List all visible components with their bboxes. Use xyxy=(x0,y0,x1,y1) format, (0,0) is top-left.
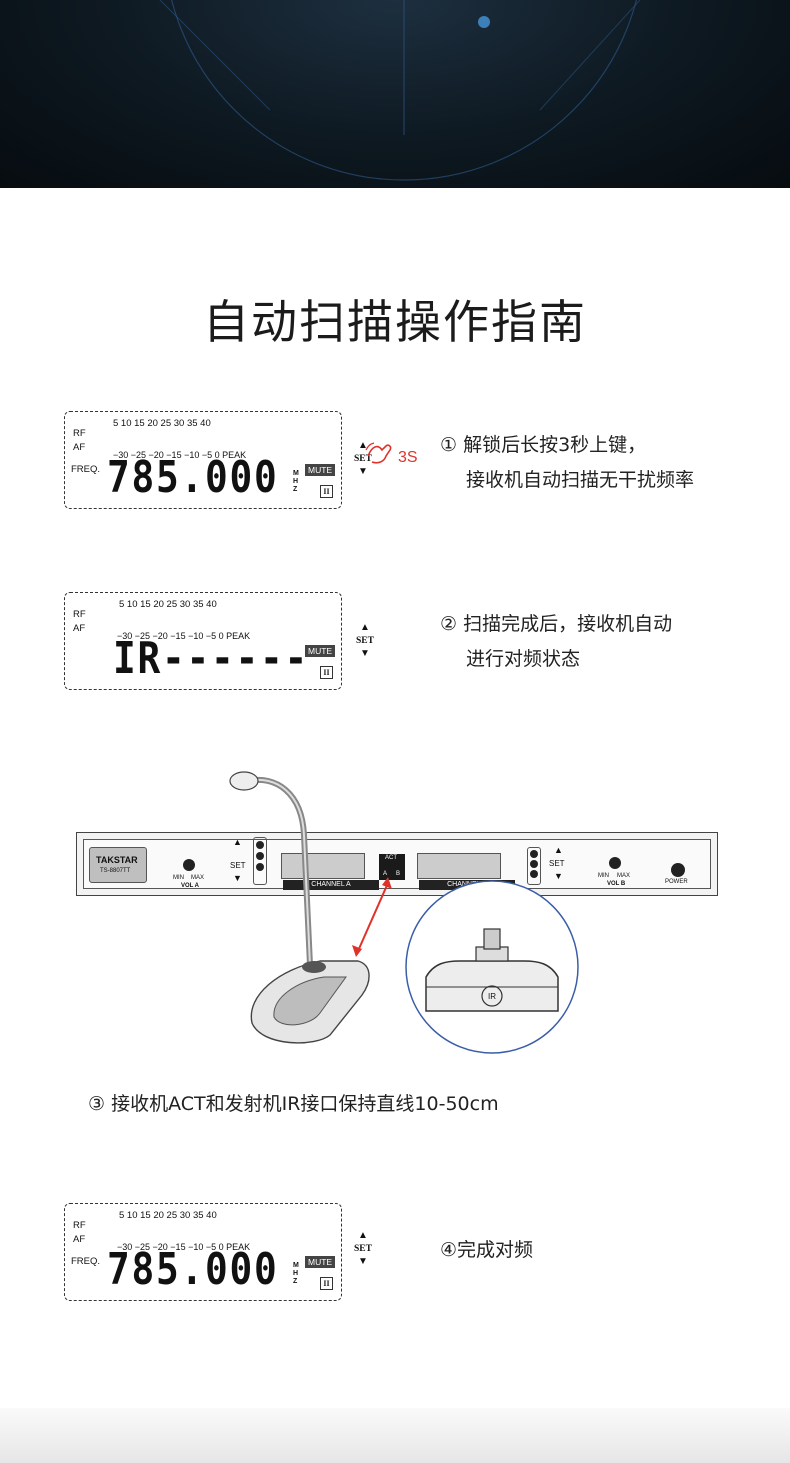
set-control-step2: ▲ SET ▼ xyxy=(353,622,377,660)
hold-duration-label: 3S xyxy=(398,449,418,466)
down-arrow-icon[interactable]: ▼ xyxy=(358,466,368,477)
step2-text-line1: ② 扫描完成后，接收机自动 xyxy=(440,613,673,635)
hero-decoration xyxy=(159,0,641,181)
signal-scale: 5 10 15 20 25 30 35 40 xyxy=(119,1210,217,1221)
step1-text-line2: 接收机自动扫描无干扰频率 xyxy=(466,469,695,491)
brand-plate: TAKSTAR TS-8807TT xyxy=(89,847,147,883)
set-a-buttons[interactable] xyxy=(253,837,267,885)
power-button[interactable] xyxy=(671,863,685,877)
up-arrow-icon[interactable]: ▲ xyxy=(358,1230,368,1241)
rf-label: RF xyxy=(73,609,86,620)
receiver-front-panel: TAKSTAR TS-8807TT MIN MAX VOL A ▲ SET ▼ … xyxy=(76,832,718,896)
vol-a-knob[interactable] xyxy=(183,859,195,871)
freq-label: FREQ. xyxy=(71,464,101,475)
act-label: ACT xyxy=(385,855,397,861)
rf-label: RF xyxy=(73,428,86,439)
set-b-up-icon[interactable]: ▲ xyxy=(554,845,563,855)
brand-label: TAKSTAR xyxy=(96,855,138,865)
down-arrow-icon[interactable]: ▼ xyxy=(358,1256,368,1267)
up-arrow-icon[interactable]: ▲ xyxy=(358,440,368,451)
microphone-illustration xyxy=(229,771,579,1054)
vol-b-min: MIN xyxy=(598,873,609,879)
frequency-readout: 785.000 xyxy=(107,1244,279,1295)
lcd-display-step4: 5 10 15 20 25 30 35 40 RF AF −30 −25 −20… xyxy=(64,1203,342,1301)
channel-indicator: II xyxy=(320,485,333,498)
vol-b-max: MAX xyxy=(617,873,631,879)
step3-text: ③ 接收机ACT和发射机IR接口保持直线10-50cm xyxy=(88,1093,499,1115)
step1-text-line1: ① 解锁后长按3秒上键， xyxy=(440,434,647,456)
set-label: SET xyxy=(354,1244,372,1254)
set-b-buttons[interactable] xyxy=(527,847,541,885)
af-label: AF xyxy=(73,623,86,634)
set-b-down-icon[interactable]: ▼ xyxy=(554,871,563,881)
set-b-label: SET xyxy=(549,859,565,868)
vol-b-label: VOL B xyxy=(607,881,626,887)
set-label: SET xyxy=(356,636,374,646)
db-scale: −30 −25 −20 −15 −10 −5 0 PEAK xyxy=(117,631,251,641)
step2-text-line2: 进行对频状态 xyxy=(466,648,581,670)
act-port: ACT A B xyxy=(379,854,405,880)
channel-a-label: CHANNEL A xyxy=(283,880,379,890)
down-arrow-icon[interactable]: ▼ xyxy=(360,648,370,659)
vol-a-min: MIN xyxy=(173,875,184,881)
mhz-label: M H Z xyxy=(293,1262,299,1285)
db-scale: −30 −25 −20 −15 −10 −5 0 PEAK xyxy=(117,1242,251,1252)
page-title: 自动扫描操作指南 xyxy=(203,295,587,349)
vol-a-label: VOL A xyxy=(181,883,200,889)
model-label: TS-8807TT xyxy=(100,868,131,874)
rf-label: RF xyxy=(73,1220,86,1231)
act-b-label: B xyxy=(396,871,401,877)
set-control-step1: ▲ SET ▼ xyxy=(351,440,375,478)
set-a-up-icon[interactable]: ▲ xyxy=(233,837,242,847)
ir-port-label: IR xyxy=(488,992,496,1001)
vol-b-knob[interactable] xyxy=(609,857,621,869)
step4-text: ④完成对频 xyxy=(440,1239,534,1261)
up-arrow-icon[interactable]: ▲ xyxy=(360,622,370,633)
mhz-label: M H Z xyxy=(293,470,299,493)
set-label: SET xyxy=(354,454,372,464)
af-label: AF xyxy=(73,442,86,453)
channel-b-display xyxy=(417,853,501,879)
frequency-readout: 785.000 xyxy=(107,452,279,503)
signal-scale: 5 10 15 20 25 30 35 40 xyxy=(113,418,211,429)
vol-a-max: MAX xyxy=(191,875,205,881)
hero-banner xyxy=(0,0,790,188)
lcd-display-step1: 5 10 15 20 25 30 35 40 RF AF −30 −25 −20… xyxy=(64,411,342,509)
mute-indicator: MUTE xyxy=(305,1256,336,1268)
press-hand-icon xyxy=(365,442,392,464)
set-control-step4: ▲ SET ▼ xyxy=(351,1230,375,1268)
mute-indicator: MUTE xyxy=(305,645,336,657)
mute-indicator: MUTE xyxy=(305,464,336,476)
channel-indicator: II xyxy=(320,666,333,679)
freq-label: FREQ. xyxy=(71,1256,101,1267)
lcd-display-step2: 5 10 15 20 25 30 35 40 RF AF −30 −25 −20… xyxy=(64,592,342,690)
act-a-label: A xyxy=(383,871,388,877)
power-label: POWER xyxy=(665,879,688,885)
channel-a-display xyxy=(281,853,365,879)
ir-readout: IR------ xyxy=(113,633,310,684)
bottom-band xyxy=(0,1408,790,1463)
set-a-down-icon[interactable]: ▼ xyxy=(233,873,242,883)
channel-indicator: II xyxy=(320,1277,333,1290)
signal-scale: 5 10 15 20 25 30 35 40 xyxy=(119,599,217,610)
set-a-label: SET xyxy=(230,861,246,870)
af-label: AF xyxy=(73,1234,86,1245)
db-scale: −30 −25 −20 −15 −10 −5 0 PEAK xyxy=(113,450,247,460)
